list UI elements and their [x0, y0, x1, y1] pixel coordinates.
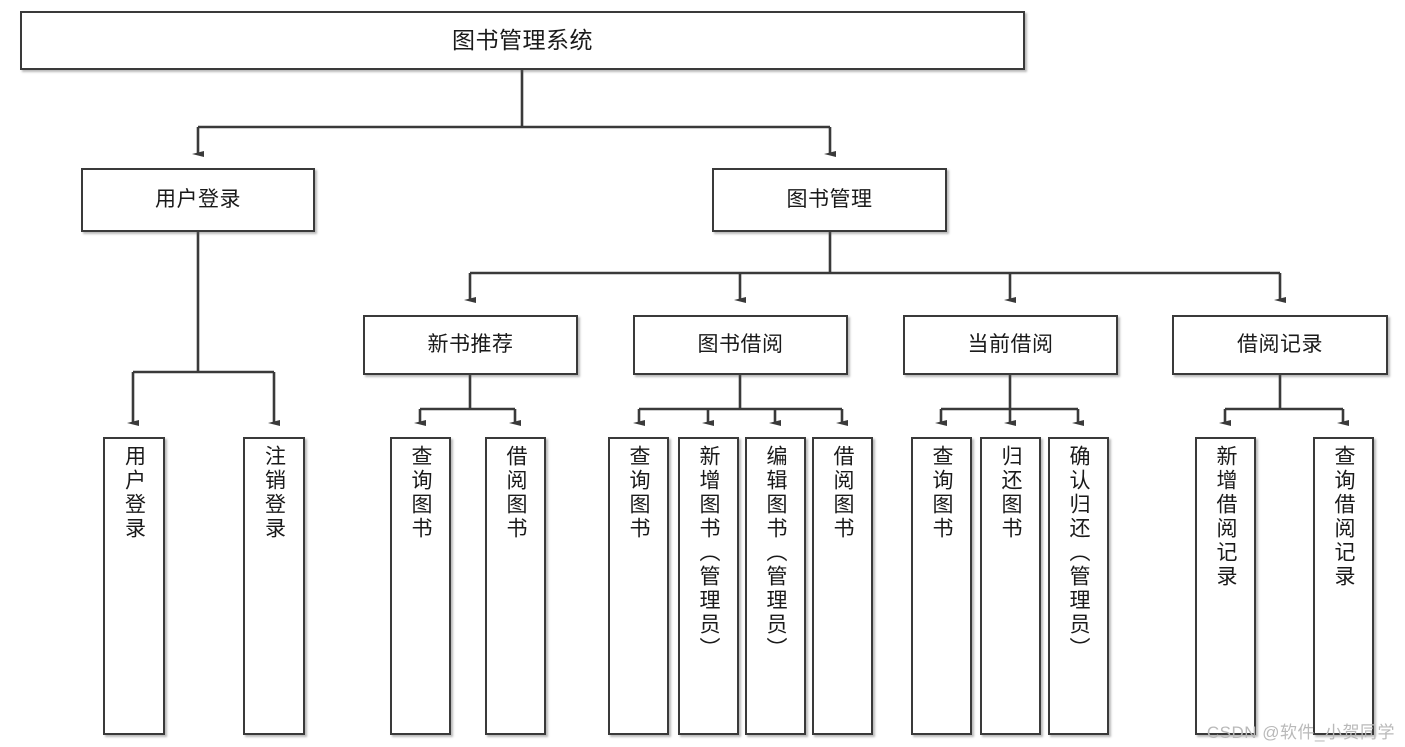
leaf-user-login-logout[interactable]: 注销登录: [243, 437, 305, 735]
node-label: 借阅图书: [831, 445, 854, 541]
leaf-record-query-record[interactable]: 查询借阅记录: [1313, 437, 1374, 735]
leaf-borrow-query-book[interactable]: 查询图书: [608, 437, 669, 735]
node-label: 归还图书: [999, 445, 1022, 541]
node-book-management[interactable]: 图书管理: [712, 168, 947, 232]
leaf-borrow-edit-book-admin[interactable]: 编辑图书（管理员）: [745, 437, 806, 735]
node-book-borrow[interactable]: 图书借阅: [633, 315, 848, 375]
leaf-current-confirm-return-admin[interactable]: 确认归还（管理员）: [1048, 437, 1109, 735]
leaf-current-return-book[interactable]: 归还图书: [980, 437, 1041, 735]
node-label: 查询借阅记录: [1332, 445, 1355, 589]
leaf-borrow-borrow-book[interactable]: 借阅图书: [812, 437, 873, 735]
node-label: 查询图书: [930, 445, 953, 541]
node-label: 查询图书: [409, 445, 432, 541]
node-label: 注销登录: [262, 445, 286, 541]
node-label: 当前借阅: [967, 332, 1054, 356]
node-current-borrow[interactable]: 当前借阅: [903, 315, 1118, 375]
node-user-login[interactable]: 用户登录: [81, 168, 315, 232]
node-label: 确认归还（管理员）: [1067, 445, 1090, 661]
node-label: 用户登录: [122, 445, 146, 541]
node-borrow-record[interactable]: 借阅记录: [1172, 315, 1388, 375]
node-label: 图书管理系统: [452, 26, 593, 53]
leaf-user-login-login[interactable]: 用户登录: [103, 437, 165, 735]
leaf-record-add-record[interactable]: 新增借阅记录: [1195, 437, 1256, 735]
node-label: 借阅记录: [1237, 332, 1323, 356]
node-label: 新书推荐: [427, 332, 514, 356]
node-label: 新增图书（管理员）: [697, 445, 720, 661]
node-label: 编辑图书（管理员）: [764, 445, 787, 661]
node-root-book-management-system[interactable]: 图书管理系统: [20, 11, 1025, 70]
leaf-recommend-borrow-book[interactable]: 借阅图书: [485, 437, 546, 735]
node-label: 图书管理: [786, 187, 873, 211]
leaf-current-query-book[interactable]: 查询图书: [911, 437, 972, 735]
node-new-book-recommend[interactable]: 新书推荐: [363, 315, 578, 375]
node-label: 用户登录: [155, 187, 241, 211]
node-label: 借阅图书: [504, 445, 527, 541]
leaf-borrow-add-book-admin[interactable]: 新增图书（管理员）: [678, 437, 739, 735]
watermark: CSDN @软件_小贺同学: [1206, 723, 1395, 742]
node-label: 图书借阅: [697, 332, 784, 356]
node-label: 查询图书: [627, 445, 650, 541]
leaf-recommend-query-book[interactable]: 查询图书: [390, 437, 451, 735]
node-label: 新增借阅记录: [1214, 445, 1237, 589]
